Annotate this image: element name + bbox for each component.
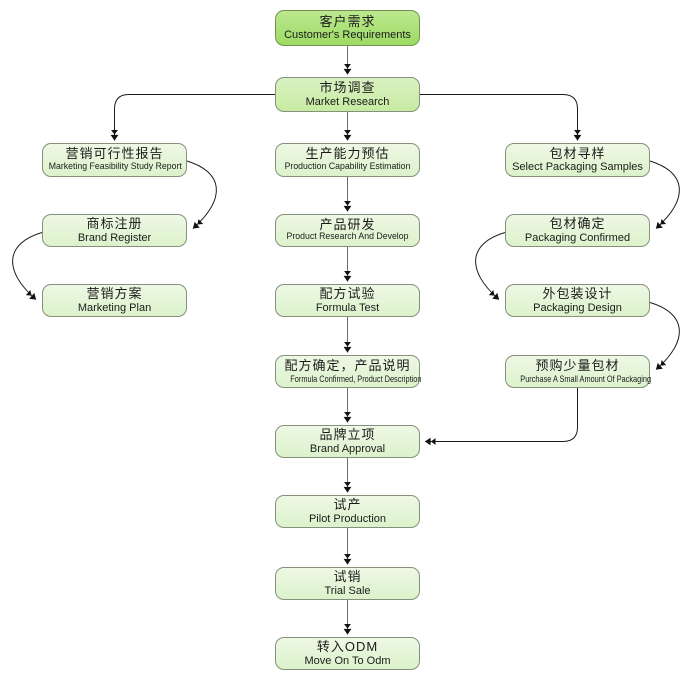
node-brand-register-en: Brand Register	[77, 231, 152, 244]
node-formula-test-zh: 配方试验	[319, 286, 376, 302]
node-packaging-confirmed-zh: 包材确定	[549, 216, 606, 232]
node-brand-approval: 品牌立项 Brand Approval	[275, 425, 420, 458]
node-pilot-production: 试产 Pilot Production	[275, 495, 420, 528]
node-purchase-a-small-amount-of-packaging: 预购少量包材 Purchase A Small Amount Of Packag…	[505, 355, 652, 388]
connector-brand-register-to-marketing-plan	[12, 232, 43, 300]
node-brand-approval-en: Brand Approval	[309, 442, 386, 455]
connector-samples-to-packaging-confirmed	[649, 160, 680, 229]
node-market-research-en: Market Research	[305, 95, 390, 108]
node-customer-requirements-zh: 客户需求	[319, 13, 376, 29]
node-market-research: 市场调查 Market Research	[275, 77, 420, 112]
node-packaging-design-zh: 外包装设计	[542, 286, 613, 302]
node-marketing-feasibility-study-report-en: Marketing Feasibility Study Report	[48, 160, 182, 172]
node-brand-register-zh: 商标注册	[86, 216, 143, 232]
node-packaging-confirmed: 包材确定 Packaging Confirmed	[505, 214, 650, 247]
connector-confirmed-to-packaging-design	[475, 232, 506, 300]
node-market-research-zh: 市场调查	[319, 80, 376, 96]
node-formula-test: 配方试验 Formula Test	[275, 284, 420, 317]
node-purchase-a-small-amount-of-packaging-en: Purchase A Small Amount Of Packaging	[520, 373, 652, 384]
node-marketing-feasibility-study-report: 营销可行性报告 Marketing Feasibility Study Repo…	[42, 143, 187, 177]
node-pilot-production-en: Pilot Production	[308, 512, 387, 525]
node-formula-test-en: Formula Test	[315, 301, 380, 314]
node-product-research-and-develop-en: Product Research And Develop	[286, 231, 409, 243]
node-packaging-design: 外包装设计 Packaging Design	[505, 284, 650, 317]
node-select-packaging-samples-en: Select Packaging Samples	[512, 161, 643, 174]
node-formula-confirmed-product-description-zh: 配方确定，产品说明	[284, 358, 411, 374]
node-brand-register: 商标注册 Brand Register	[42, 214, 187, 247]
node-trial-sale-en: Trial Sale	[324, 584, 371, 597]
node-production-capability-estimation: 生产能力预估 Production Capability Estimation	[275, 143, 420, 177]
node-production-capability-estimation-en: Production Capability Estimation	[284, 160, 411, 172]
node-product-research-and-develop-zh: 产品研发	[319, 216, 376, 232]
node-select-packaging-samples: 包材寻样 Select Packaging Samples	[505, 143, 650, 177]
node-pilot-production-zh: 试产	[333, 497, 362, 513]
node-product-research-and-develop: 产品研发 Product Research And Develop	[275, 214, 420, 247]
node-purchase-a-small-amount-of-packaging-zh: 预购少量包材	[535, 358, 620, 374]
node-move-on-to-odm-en: Move On To Odm	[304, 654, 391, 667]
connector-feasibility-to-brand-register	[186, 160, 217, 229]
connector-market-to-feasibility	[110, 94, 275, 141]
node-trial-sale: 试销 Trial Sale	[275, 567, 420, 600]
connector-purchase-to-brand-approval	[424, 388, 578, 446]
node-marketing-plan-zh: 营销方案	[86, 286, 143, 302]
connector-market-to-packaging-samples	[420, 94, 582, 141]
node-formula-confirmed-product-description-en: Formula Confirmed, Product Description	[290, 373, 422, 384]
node-formula-confirmed-product-description: 配方确定，产品说明 Formula Confirmed, Product Des…	[275, 355, 422, 388]
node-production-capability-estimation-zh: 生产能力预估	[305, 146, 390, 162]
node-marketing-plan: 营销方案 Marketing Plan	[42, 284, 187, 317]
connector-design-to-purchase-packaging	[649, 302, 680, 370]
node-trial-sale-zh: 试销	[333, 569, 362, 585]
node-customer-requirements: 客户需求 Customer's Requirements	[275, 10, 420, 46]
node-packaging-confirmed-en: Packaging Confirmed	[524, 231, 631, 244]
node-marketing-plan-en: Marketing Plan	[77, 301, 152, 314]
node-move-on-to-odm-zh: 转入ODM	[316, 639, 379, 655]
node-select-packaging-samples-zh: 包材寻样	[549, 145, 606, 161]
node-move-on-to-odm: 转入ODM Move On To Odm	[275, 637, 420, 670]
node-customer-requirements-en: Customer's Requirements	[284, 29, 411, 42]
node-packaging-design-en: Packaging Design	[533, 301, 622, 314]
node-marketing-feasibility-study-report-zh: 营销可行性报告	[65, 146, 164, 162]
node-brand-approval-zh: 品牌立项	[319, 427, 376, 443]
